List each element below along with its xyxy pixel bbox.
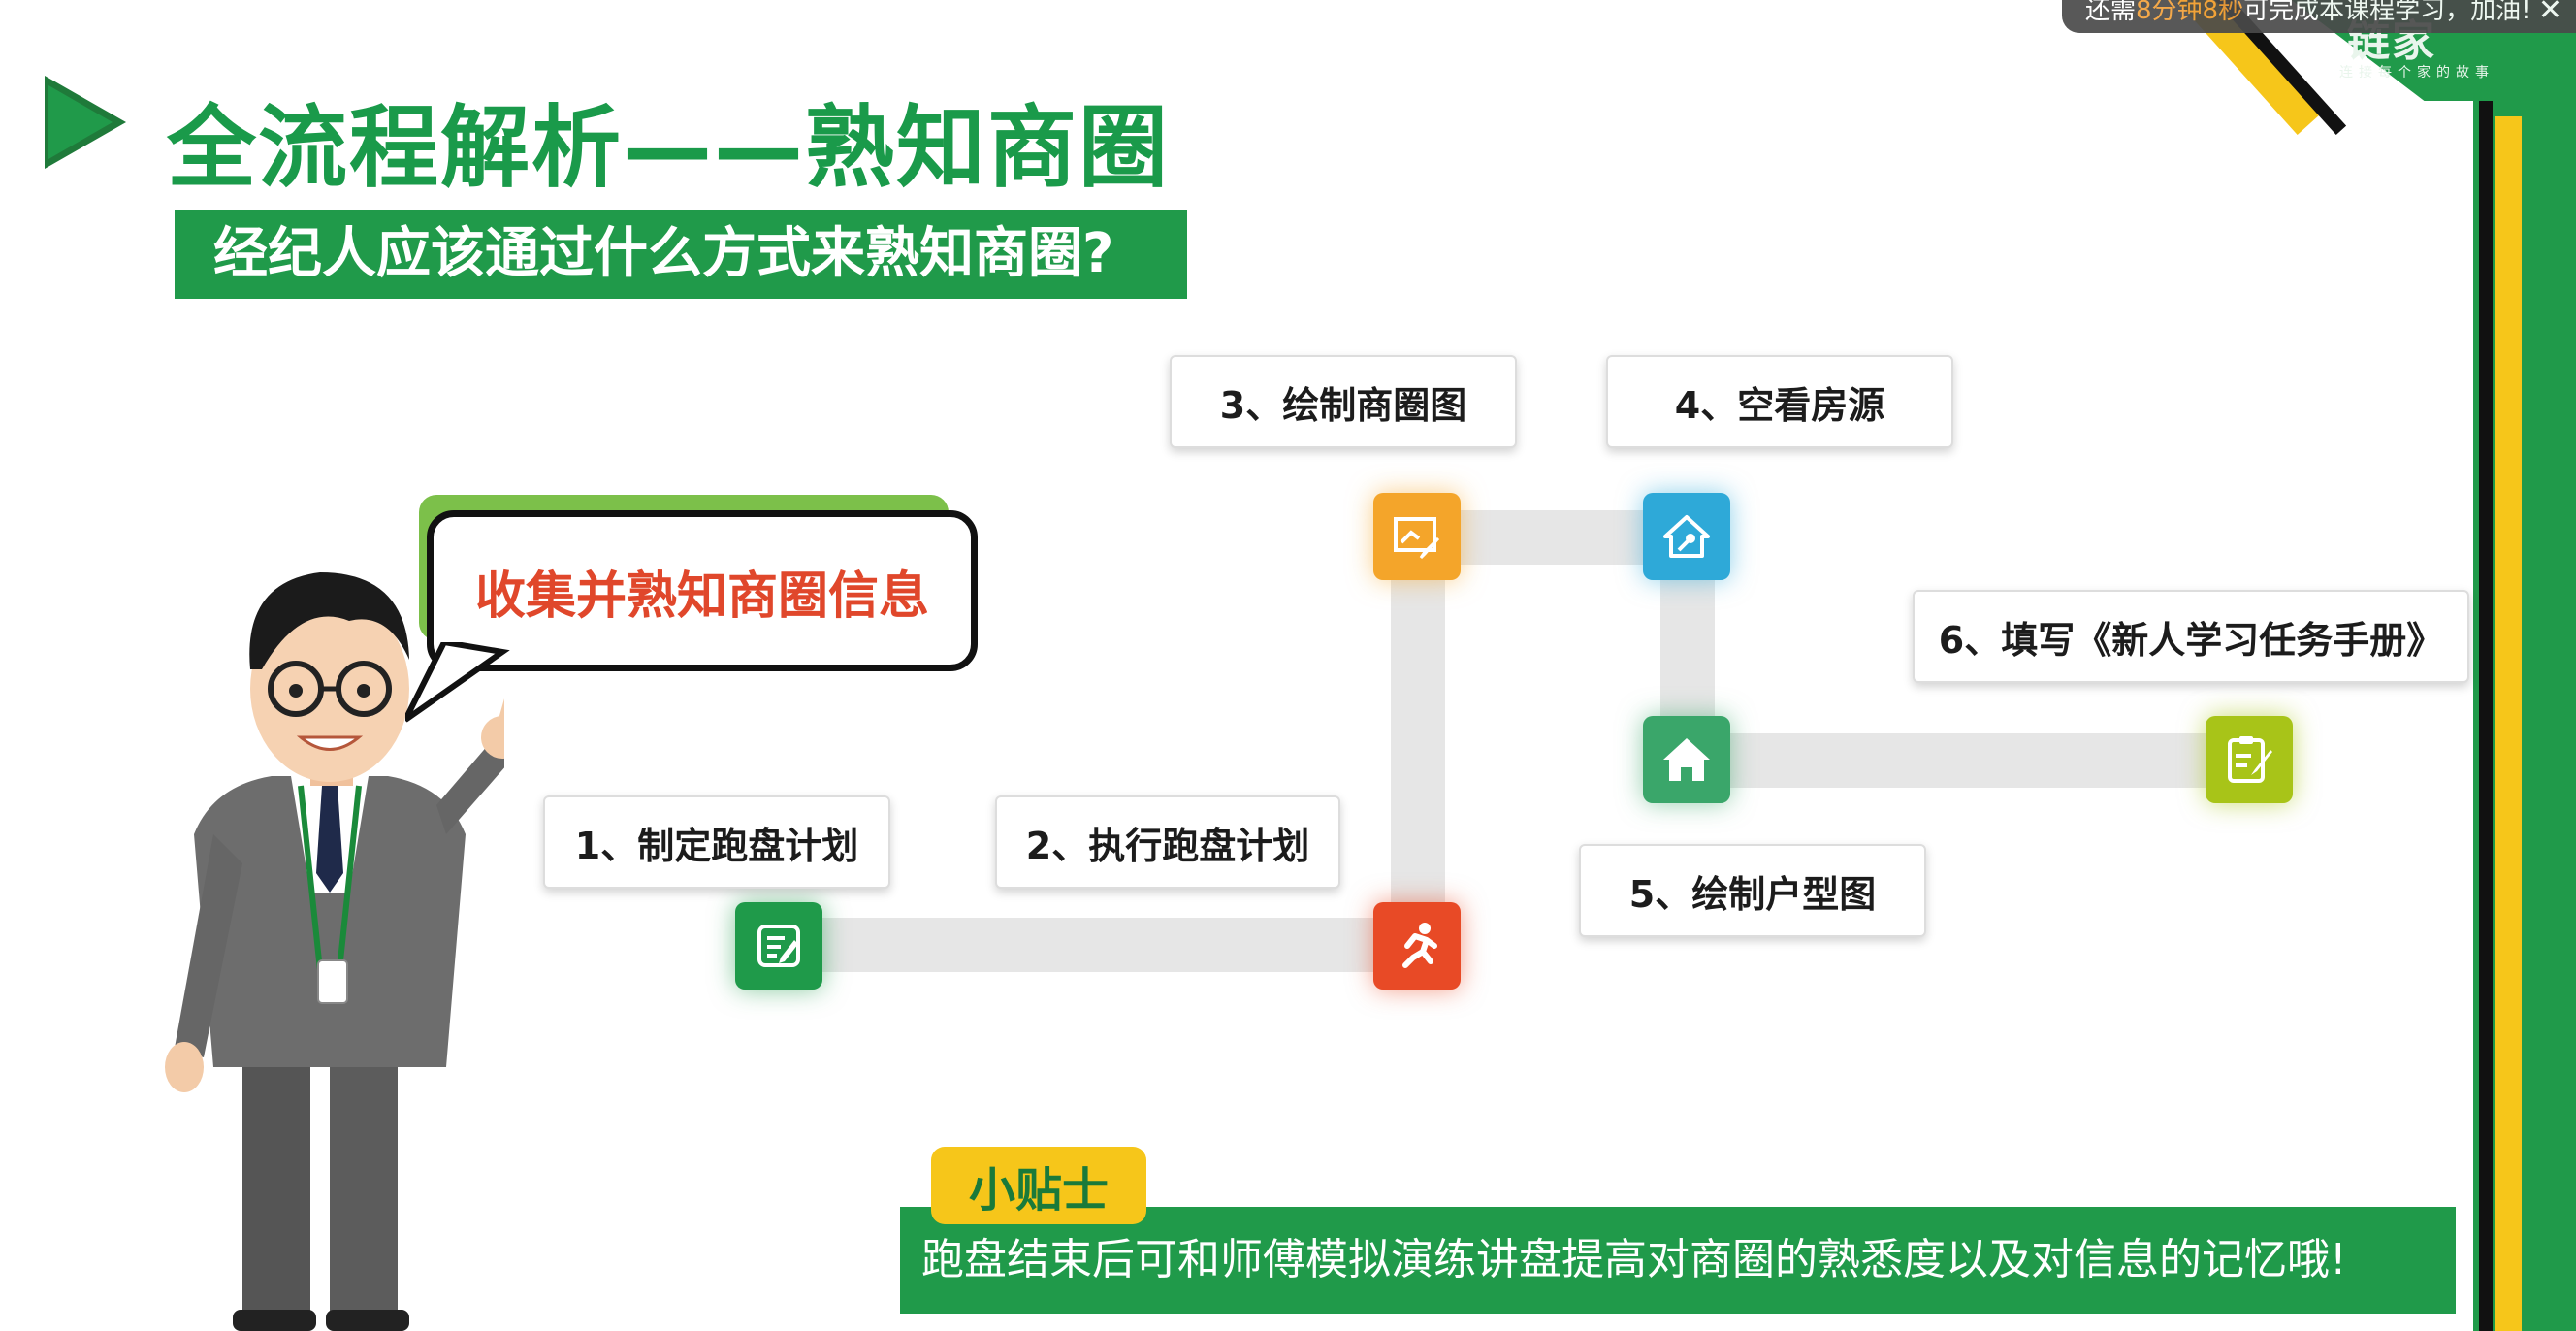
speech-bubble: 收集并熟知商圈信息 <box>427 510 978 671</box>
clipboard-edit-icon <box>2228 736 2272 783</box>
house-icon <box>1663 738 1710 781</box>
step-1-label: 1、制定跑盘计划 <box>543 795 890 889</box>
step-6-label: 6、填写《新人学习任务手册》 <box>1913 590 2469 683</box>
speech-bubble-text: 收集并熟知商圈信息 <box>474 567 929 626</box>
play-triangle-inner <box>48 85 113 159</box>
brand-slogan: 连接每个家的故事 <box>2339 65 2495 81</box>
page-title: 全流程解析——熟知商圈 <box>167 96 1171 200</box>
plan-list-icon <box>757 925 800 967</box>
step-5-icon[interactable] <box>1643 716 1730 803</box>
step-3-icon[interactable] <box>1373 493 1461 580</box>
house-key-icon <box>1663 515 1710 558</box>
tip-badge: 小贴士 <box>931 1147 1146 1224</box>
step-3-label: 3、绘制商圈图 <box>1170 355 1517 448</box>
notice-prefix: 还需 <box>2085 0 2137 25</box>
step-2-label: 2、执行跑盘计划 <box>995 795 1340 889</box>
step-6-icon[interactable] <box>2206 716 2293 803</box>
tip-text: 跑盘结束后可和师傅模拟演练讲盘提高对商圈的熟悉度以及对信息的记忆哦! <box>900 1207 2456 1314</box>
step-4-label: 4、空看房源 <box>1606 355 1953 448</box>
page-subtitle: 经纪人应该通过什么方式来熟知商圈? <box>175 210 1187 299</box>
running-person-icon <box>1402 923 1437 968</box>
step-2-icon[interactable] <box>1373 902 1461 990</box>
notice-time: 8分钟8秒 <box>2136 0 2244 25</box>
course-progress-notice: 还需8分钟8秒可完成本课程学习，加油! ✕ <box>2062 0 2576 33</box>
track-5-6 <box>1688 733 2260 788</box>
step-5-label: 5、绘制户型图 <box>1579 844 1926 937</box>
close-icon[interactable]: ✕ <box>2537 0 2562 27</box>
track-2-3 <box>1391 549 1445 947</box>
bubble-tail <box>405 642 510 723</box>
step-4-icon[interactable] <box>1643 493 1730 580</box>
step-1-icon[interactable] <box>735 902 822 990</box>
map-draw-icon <box>1394 517 1440 560</box>
notice-suffix: 可完成本课程学习，加油! <box>2243 0 2531 25</box>
agent-character-illustration <box>165 572 504 1331</box>
right-black-stripe <box>2479 101 2493 1331</box>
track-3-4 <box>1416 510 1688 565</box>
track-1-2 <box>776 918 1416 972</box>
right-yellow-stripe <box>2495 116 2522 1331</box>
